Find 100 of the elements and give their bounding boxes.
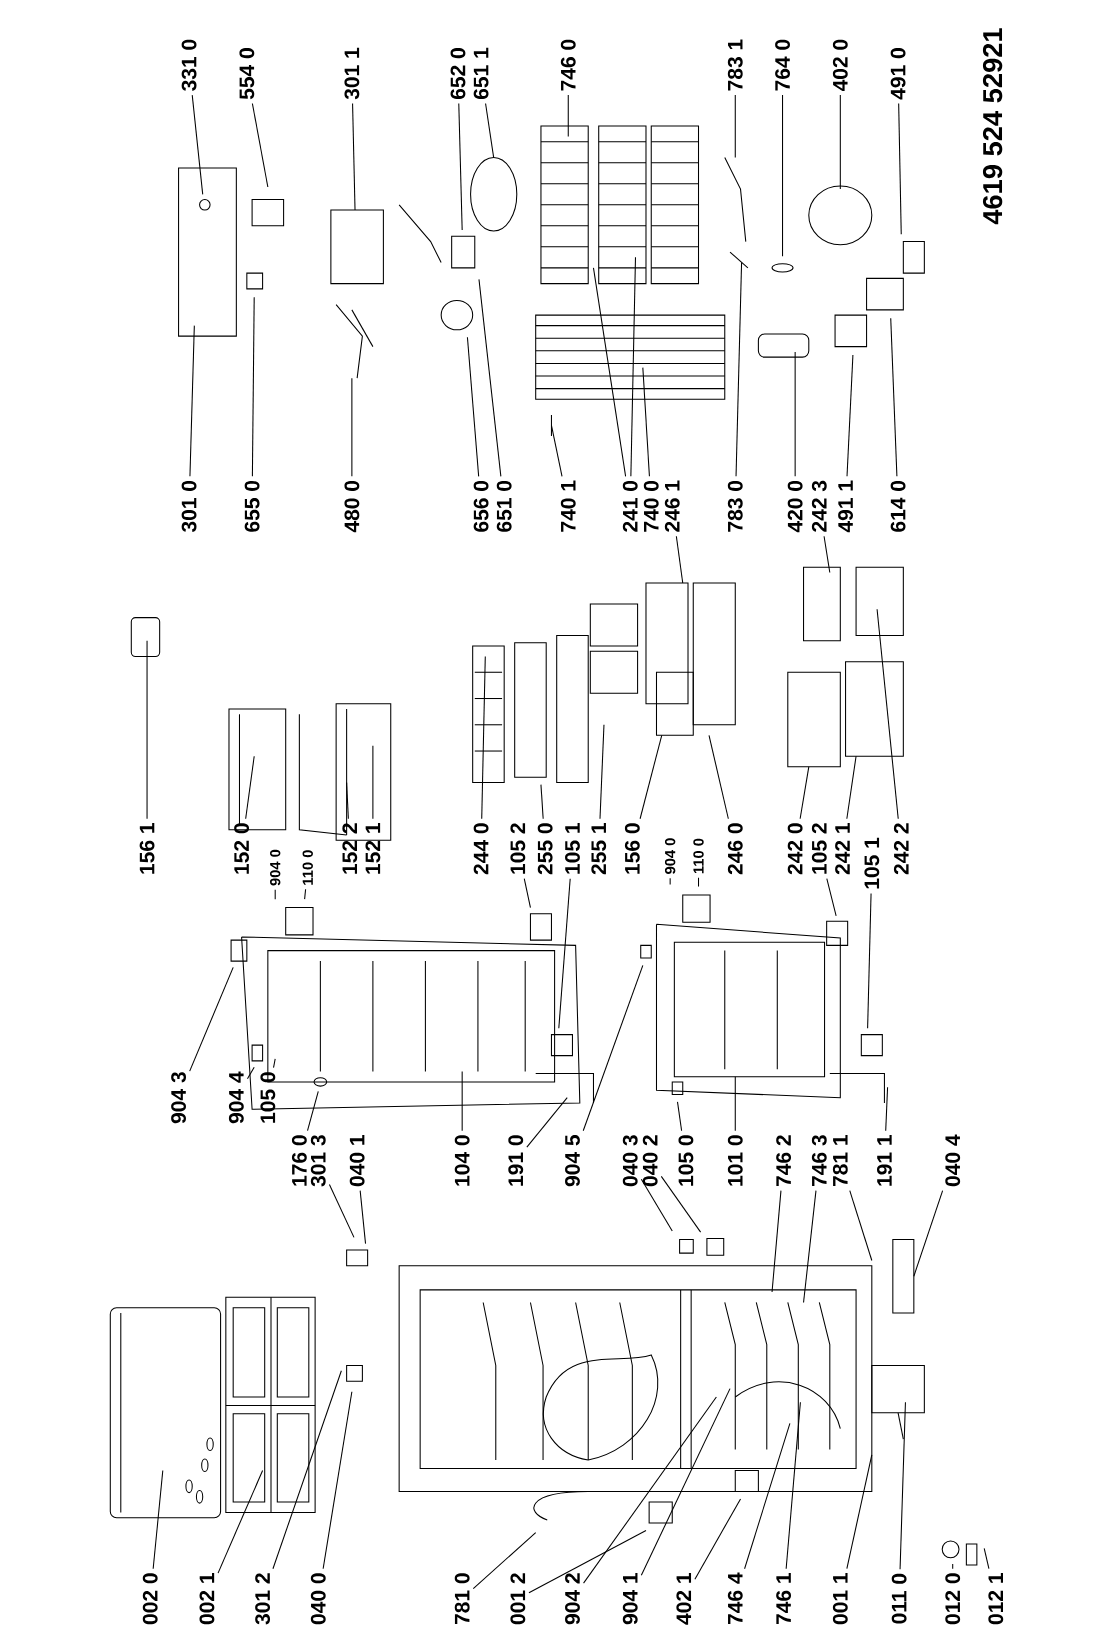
callout-number: 746 0 bbox=[560, 39, 576, 91]
callout-number: 554 0 bbox=[239, 48, 255, 100]
leader-line bbox=[677, 1101, 683, 1132]
callout-number: 420 0 bbox=[787, 480, 803, 533]
leader-line bbox=[899, 1401, 907, 1570]
leader-line bbox=[582, 964, 644, 1132]
leader-line bbox=[640, 1388, 731, 1576]
leader-line bbox=[952, 1563, 954, 1570]
callout-number: 255 0 bbox=[537, 823, 553, 875]
callout-number: 783 1 bbox=[727, 39, 743, 91]
leader-line bbox=[708, 734, 729, 820]
leader-line bbox=[734, 1076, 736, 1132]
leader-line bbox=[849, 1190, 873, 1261]
callout-number: 244 0 bbox=[473, 823, 489, 875]
leader-line bbox=[540, 784, 544, 820]
callout-number: 651 0 bbox=[496, 480, 512, 532]
leader-line bbox=[252, 296, 255, 477]
callout-number: 001 1 bbox=[833, 1573, 848, 1625]
leader-line bbox=[823, 535, 831, 573]
callout-number: 651 1 bbox=[473, 47, 489, 100]
callout-number: 242 1 bbox=[835, 823, 850, 875]
callout-number: 152 1 bbox=[365, 823, 381, 874]
leader-line bbox=[478, 278, 502, 477]
leader-line bbox=[247, 1066, 255, 1080]
leader-line bbox=[329, 1184, 355, 1238]
leader-line bbox=[744, 1422, 791, 1570]
leader-line bbox=[189, 325, 195, 477]
leader-line bbox=[351, 377, 353, 477]
leader-line bbox=[352, 102, 356, 211]
leader-line bbox=[669, 877, 671, 885]
leader-line bbox=[593, 267, 627, 477]
callout-number: 904 2 bbox=[565, 1573, 580, 1625]
leader-line bbox=[734, 94, 736, 159]
callout-number: 402 1 bbox=[676, 1573, 692, 1625]
callout-number: 764 0 bbox=[775, 39, 791, 91]
callout-number: 652 0 bbox=[450, 48, 466, 100]
callout-number: 012 0 bbox=[945, 1573, 961, 1625]
leader-line bbox=[472, 1532, 537, 1590]
leader-line bbox=[640, 1178, 673, 1232]
leader-line bbox=[885, 1086, 889, 1132]
leader-line bbox=[898, 102, 902, 235]
leader-line bbox=[304, 888, 307, 900]
callout-number: 191 0 bbox=[508, 1135, 524, 1186]
leader-line bbox=[359, 1190, 367, 1245]
leader-line bbox=[146, 640, 148, 820]
callout-number: 491 0 bbox=[890, 48, 906, 100]
callout-number: 105 0 bbox=[678, 1135, 694, 1186]
leader-line bbox=[461, 1070, 463, 1132]
callout-number: 904 4 bbox=[229, 1071, 244, 1124]
callout-number: 040 3 bbox=[622, 1135, 638, 1187]
callout-number: 781 1 bbox=[833, 1135, 848, 1187]
callout-number: 331 0 bbox=[181, 39, 197, 91]
callout-number: 740 1 bbox=[560, 480, 576, 532]
leader-line bbox=[567, 94, 569, 138]
leader-line bbox=[846, 1454, 873, 1570]
leader-line bbox=[782, 94, 784, 257]
callout-number: 301 0 bbox=[181, 480, 197, 533]
callout-number: 191 1 bbox=[877, 1135, 892, 1186]
callout-number: 040 1 bbox=[349, 1135, 365, 1187]
callout-number: 105 1 bbox=[565, 823, 580, 874]
leader-line bbox=[481, 655, 486, 820]
callout-number: 242 0 bbox=[787, 823, 803, 875]
callout-number: 301 1 bbox=[344, 47, 360, 100]
leader-line bbox=[913, 1190, 944, 1277]
callout-number: 242 2 bbox=[894, 823, 909, 875]
leader-line bbox=[839, 94, 841, 190]
leader-line bbox=[846, 354, 854, 477]
leader-line bbox=[803, 1190, 817, 1303]
leader-line bbox=[583, 1396, 717, 1584]
leader-line bbox=[523, 878, 532, 909]
callout-number: 040 0 bbox=[310, 1573, 326, 1625]
callout-number: 001 2 bbox=[510, 1573, 526, 1625]
callout-number: 656 0 bbox=[473, 480, 489, 532]
callout-number: 040 4 bbox=[945, 1134, 961, 1187]
leader-line bbox=[189, 966, 234, 1072]
leader-line bbox=[599, 724, 605, 820]
callout-number: 012 1 bbox=[988, 1573, 1004, 1625]
leader-line bbox=[794, 351, 796, 477]
callout-number: 904 1 bbox=[622, 1573, 638, 1625]
leader-line bbox=[771, 1190, 782, 1293]
leader-line bbox=[191, 94, 204, 195]
callout-number: 746 1 bbox=[776, 1573, 792, 1625]
callout-number: 655 0 bbox=[244, 480, 260, 532]
callout-number: 105 0 bbox=[260, 1072, 276, 1123]
callout-number: 740 0 bbox=[643, 480, 659, 532]
leader-line bbox=[876, 608, 899, 820]
leader-line bbox=[274, 889, 276, 900]
callout-number: 002 1 bbox=[199, 1573, 215, 1625]
callout-number: 491 1 bbox=[838, 480, 854, 533]
callout-number: 110 0 bbox=[693, 838, 704, 874]
callout-number: 110 0 bbox=[302, 850, 314, 885]
leader-line bbox=[467, 336, 480, 477]
callout-number: 614 0 bbox=[890, 480, 906, 532]
callout-number: 152 2 bbox=[342, 823, 358, 874]
callout-number: 746 2 bbox=[776, 1135, 792, 1187]
callout-number: 904 5 bbox=[565, 1135, 580, 1187]
callout-number: 011 0 bbox=[891, 1573, 907, 1624]
leader-line bbox=[528, 1529, 647, 1594]
leader-line bbox=[983, 1547, 990, 1570]
callout-number: 746 3 bbox=[812, 1135, 827, 1187]
